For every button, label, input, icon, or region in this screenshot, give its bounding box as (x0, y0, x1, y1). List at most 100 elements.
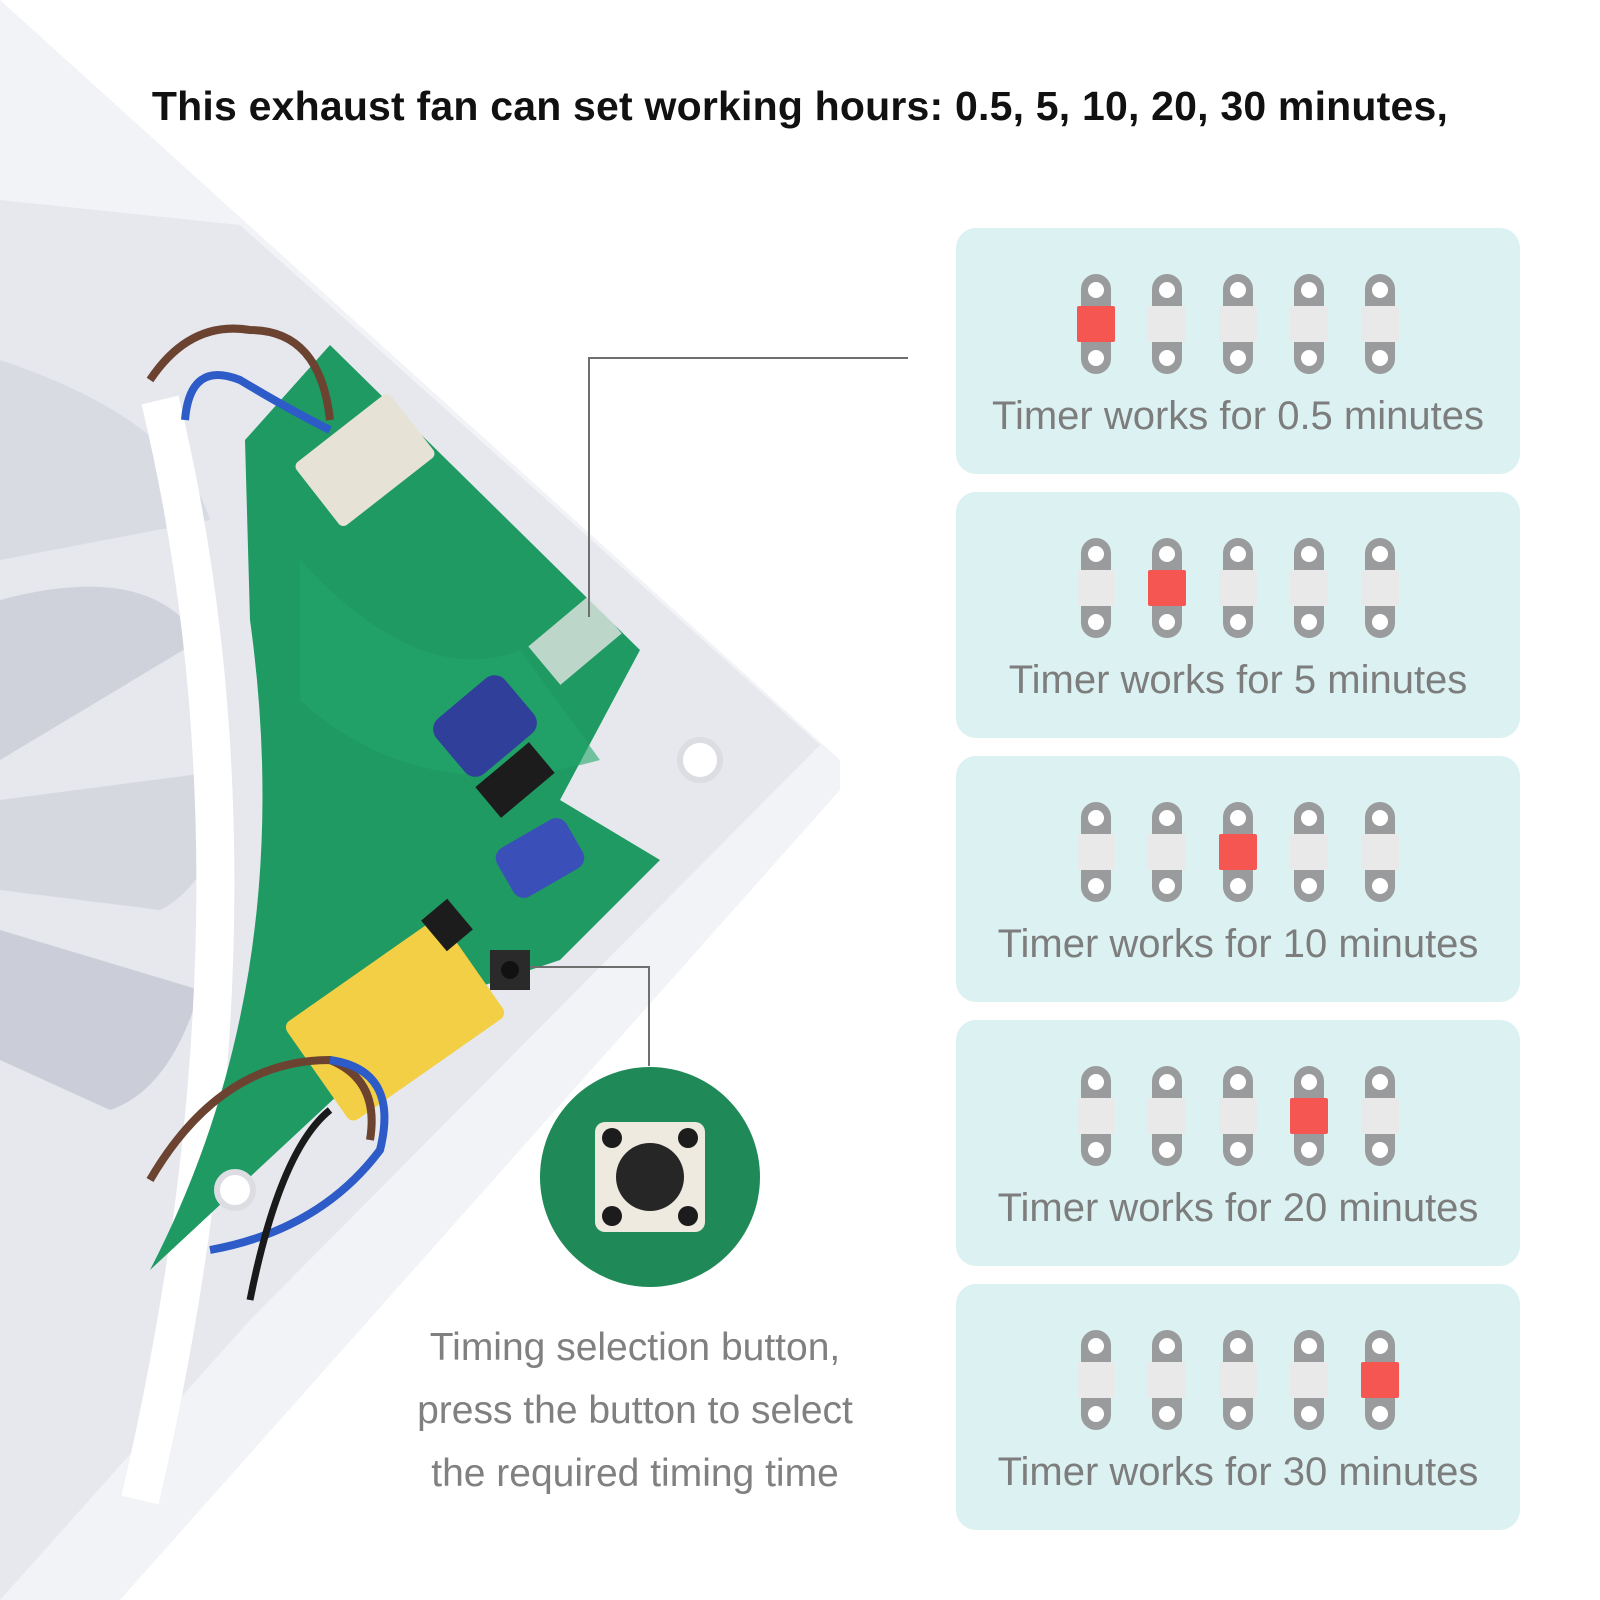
timer-panel: Timer works for 10 minutes (956, 756, 1520, 1002)
button-corner (678, 1128, 698, 1148)
timer-indicator (1077, 538, 1115, 638)
capacitor (433, 675, 537, 777)
indicator-hole (1372, 878, 1388, 894)
timer-indicator (1290, 802, 1328, 902)
indicator-hole (1088, 878, 1104, 894)
timer-label: Timer works for 30 minutes (997, 1450, 1479, 1494)
timer-panels: Timer works for 0.5 minutes Timer works … (956, 228, 1520, 1548)
indicator-hole (1088, 282, 1104, 298)
caption-line: Timing selection button, (429, 1326, 841, 1369)
timer-indicator (1219, 538, 1257, 638)
indicator-block (1361, 1098, 1399, 1134)
timer-label: Timer works for 20 minutes (997, 1186, 1479, 1230)
resistor-array (528, 595, 622, 685)
leader-line-horizontal (530, 966, 650, 968)
indicator-hole (1372, 282, 1388, 298)
indicator-block (1361, 834, 1399, 870)
indicator-block (1148, 834, 1186, 870)
timer-indicator (1077, 1066, 1115, 1166)
indicator-block (1361, 306, 1399, 342)
indicator-block (1290, 570, 1328, 606)
indicator-block (1219, 834, 1257, 870)
indicator-block (1219, 1098, 1257, 1134)
indicator-block (1219, 570, 1257, 606)
fan-blade (0, 586, 200, 760)
indicator-hole (1372, 1074, 1388, 1090)
indicator-hole (1301, 1406, 1317, 1422)
indicator-hole (1159, 1338, 1175, 1354)
timer-panel: Timer works for 30 minutes (956, 1284, 1520, 1530)
indicator-hole (1301, 1074, 1317, 1090)
indicator-block (1148, 1098, 1186, 1134)
indicator-hole (1159, 878, 1175, 894)
indicator-hole (1159, 546, 1175, 562)
indicator-hole (1159, 1406, 1175, 1422)
timer-indicator-row (956, 802, 1520, 902)
timer-label: Timer works for 0.5 minutes (992, 394, 1484, 438)
indicator-hole (1230, 1338, 1246, 1354)
indicator-block (1077, 306, 1115, 342)
transistor (421, 898, 473, 952)
indicator-hole (1301, 1142, 1317, 1158)
headline: This exhaust fan can set working hours: … (151, 83, 1449, 130)
indicator-hole (1301, 350, 1317, 366)
indicator-block (1219, 306, 1257, 342)
indicator-block (1148, 1362, 1186, 1398)
indicator-block (1077, 570, 1115, 606)
indicator-hole (1372, 1142, 1388, 1158)
timer-indicator (1148, 802, 1186, 902)
indicator-hole (1301, 282, 1317, 298)
photo-illustration (0, 0, 840, 1600)
button-corner (678, 1206, 698, 1226)
indicator-block (1077, 834, 1115, 870)
indicator-hole (1230, 282, 1246, 298)
indicator-hole (1159, 282, 1175, 298)
button-magnified-cap (616, 1143, 684, 1211)
indicator-block (1290, 1098, 1328, 1134)
indicator-hole (1159, 350, 1175, 366)
timer-indicator-active (1077, 274, 1115, 374)
timer-panel: Timer works for 0.5 minutes (956, 228, 1520, 474)
timer-indicator (1077, 802, 1115, 902)
timer-indicator (1219, 1330, 1257, 1430)
timer-indicator (1290, 538, 1328, 638)
indicator-block (1290, 834, 1328, 870)
indicator-hole (1088, 350, 1104, 366)
timer-indicator (1361, 538, 1399, 638)
indicator-hole (1372, 1338, 1388, 1354)
wire-connector (295, 393, 435, 527)
timer-indicator-row (956, 1066, 1520, 1166)
timer-indicator (1361, 802, 1399, 902)
timer-indicator (1148, 1330, 1186, 1430)
indicator-hole (1230, 546, 1246, 562)
indicator-hole (1159, 810, 1175, 826)
indicator-hole (1088, 1338, 1104, 1354)
timer-indicator (1077, 1330, 1115, 1430)
indicator-hole (1159, 1074, 1175, 1090)
fan-blade (0, 360, 210, 560)
indicator-block (1361, 570, 1399, 606)
fan-circuit-board-photo (0, 0, 840, 1600)
leader-line-vertical (588, 357, 590, 617)
timer-panel: Timer works for 5 minutes (956, 492, 1520, 738)
indicator-hole (1230, 1142, 1246, 1158)
indicator-hole (1088, 546, 1104, 562)
timer-panel: Timer works for 20 minutes (956, 1020, 1520, 1266)
indicator-hole (1372, 546, 1388, 562)
indicator-hole (1301, 878, 1317, 894)
indicator-hole (1372, 614, 1388, 630)
blue-wire (181, 371, 332, 434)
black-wire (246, 1107, 333, 1301)
fan-blade (0, 770, 230, 910)
indicator-hole (1301, 810, 1317, 826)
indicator-hole (1372, 810, 1388, 826)
indicator-hole (1301, 1338, 1317, 1354)
timer-label: Timer works for 10 minutes (997, 922, 1479, 966)
timer-indicator (1148, 1066, 1186, 1166)
button-corner (602, 1128, 622, 1148)
caption-line: press the button to select (417, 1389, 853, 1432)
indicator-hole (1301, 614, 1317, 630)
indicator-block (1219, 1362, 1257, 1398)
indicator-hole (1372, 350, 1388, 366)
timer-label: Timer works for 5 minutes (1008, 658, 1468, 702)
